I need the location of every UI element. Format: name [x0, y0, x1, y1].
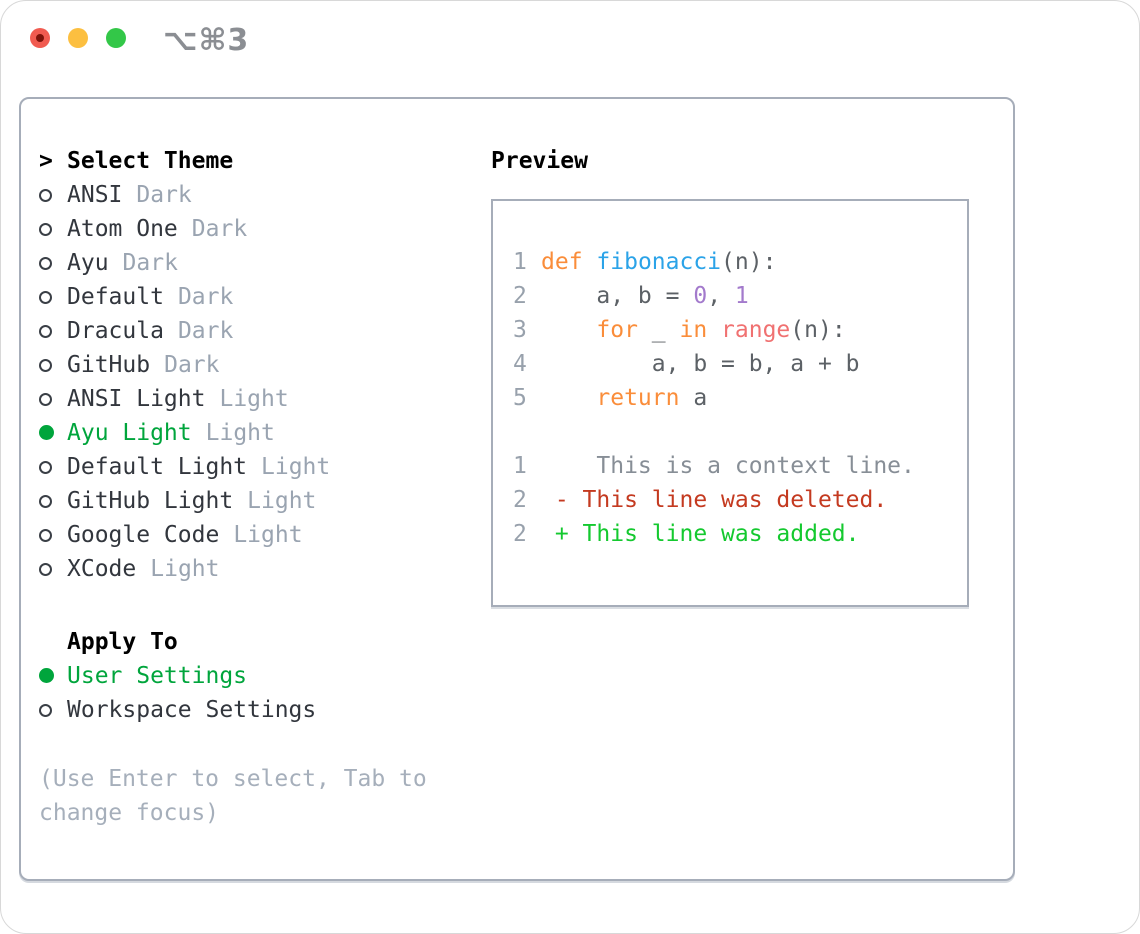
line-number: 2: [513, 487, 527, 513]
variant-badge: Light: [233, 522, 303, 548]
line-number: 1: [513, 249, 527, 275]
radio-icon: [39, 257, 52, 270]
variant-badge: Light: [205, 420, 275, 446]
select-theme-label: Select Theme: [67, 148, 234, 174]
code-line-blank: [513, 415, 967, 449]
code-line: 5 return a: [513, 381, 967, 415]
radio-icon: [39, 325, 52, 338]
help-line: (Use Enter to select, Tab to: [39, 766, 427, 792]
code-line: 4 a, b = b, a + b: [513, 347, 967, 381]
select-theme-header: > Select Theme: [39, 144, 479, 178]
code-line: 3 for _ in range(n):: [513, 313, 967, 347]
radio-selected-icon: [39, 425, 54, 440]
radio-icon: [39, 563, 52, 576]
apply-option-workspace-settings[interactable]: Workspace Settings: [39, 693, 479, 727]
variant-badge: Light: [247, 488, 317, 514]
variant-badge: Light: [219, 386, 289, 412]
apply-to-label: Apply To: [67, 629, 178, 655]
radio-icon: [39, 495, 52, 508]
apply-option-user-settings[interactable]: User Settings: [39, 659, 479, 693]
help-text: (Use Enter to select, Tab to change focu…: [39, 762, 479, 830]
line-number: 2: [513, 283, 527, 309]
line-number: 1: [513, 453, 527, 479]
code-line: 2 a, b = 0, 1: [513, 279, 967, 313]
line-number: 3: [513, 317, 527, 343]
radio-icon: [39, 223, 52, 236]
radio-icon: [39, 529, 52, 542]
close-button[interactable]: [30, 28, 50, 48]
prompt-icon: >: [39, 148, 53, 174]
radio-icon: [39, 393, 52, 406]
title-bar: ⌥⌘3: [1, 1, 1139, 75]
line-number: 5: [513, 385, 527, 411]
apply-to-section: Apply To User Settings Workspace Setting…: [39, 625, 479, 727]
apply-to-header: Apply To: [39, 625, 479, 659]
minimize-button[interactable]: [68, 28, 88, 48]
window-title: ⌥⌘3: [163, 23, 250, 58]
radio-icon: [39, 291, 52, 304]
radio-icon: [39, 461, 52, 474]
radio-icon: [39, 189, 52, 202]
preview-title: Preview: [491, 148, 588, 174]
variant-badge: Light: [150, 556, 220, 582]
line-number: 4: [513, 351, 527, 377]
line-number: 2: [513, 521, 527, 547]
zoom-button[interactable]: [106, 28, 126, 48]
diff-context-line: 1 This is a context line.: [513, 449, 967, 483]
variant-badge: Dark: [164, 352, 220, 378]
variant-badge: Dark: [177, 284, 234, 310]
variant-badge: Light: [261, 454, 331, 480]
radio-selected-icon: [39, 668, 54, 683]
variant-badge: Dark: [136, 182, 192, 208]
diff-added-line: 2 + This line was added.: [513, 517, 967, 551]
help-line: change focus): [39, 800, 220, 826]
variant-badge: Dark: [122, 250, 178, 276]
radio-icon: [39, 704, 52, 717]
variant-badge: Dark: [177, 318, 234, 344]
radio-icon: [39, 359, 52, 372]
diff-deleted-line: 2 - This line was deleted.: [513, 483, 967, 517]
variant-badge: Dark: [191, 216, 248, 242]
